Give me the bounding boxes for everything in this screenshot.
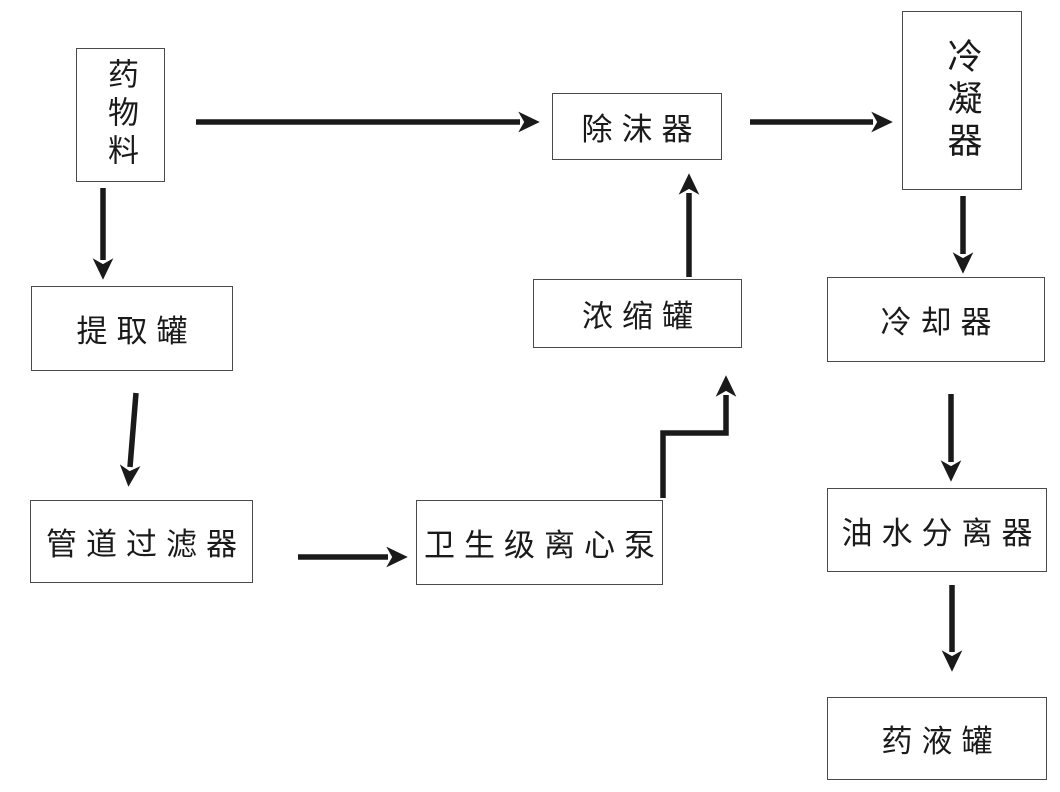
arrow-extraction-tank-to-pipeline-filter <box>119 392 141 487</box>
node-demister: 除沫器 <box>552 93 722 160</box>
node-sanitary-centrifugal-pump: 卫生级离心泵 <box>416 500 663 585</box>
node-drug-liquid-tank: 药液罐 <box>827 697 1047 780</box>
node-pipeline-filter-label: 管道过滤器 <box>46 527 246 562</box>
node-condenser: 冷凝器 <box>902 11 1022 190</box>
node-cooler-label: 冷却器 <box>880 305 1001 340</box>
node-extraction-tank-label: 提取罐 <box>76 314 197 349</box>
node-concentration-tank: 浓缩罐 <box>533 279 742 348</box>
node-cooler: 冷却器 <box>827 277 1045 362</box>
node-sanitary-centrifugal-pump-label: 卫生级离心泵 <box>424 528 664 563</box>
node-oil-water-separator-label: 油水分离器 <box>841 515 1042 551</box>
node-drug-material-label: 药物料 <box>103 58 138 172</box>
node-drug-liquid-tank-label: 药液罐 <box>881 724 1002 759</box>
node-extraction-tank: 提取罐 <box>31 286 233 371</box>
node-demister-label: 除沫器 <box>581 112 702 147</box>
node-drug-material: 药物料 <box>76 48 165 182</box>
node-condenser-label: 冷凝器 <box>942 37 982 164</box>
node-pipeline-filter: 管道过滤器 <box>30 500 253 583</box>
node-oil-water-separator: 油水分离器 <box>827 488 1047 572</box>
arrow-pump-to-concentration-tank <box>660 375 737 498</box>
node-concentration-tank-label: 浓缩罐 <box>582 299 702 334</box>
